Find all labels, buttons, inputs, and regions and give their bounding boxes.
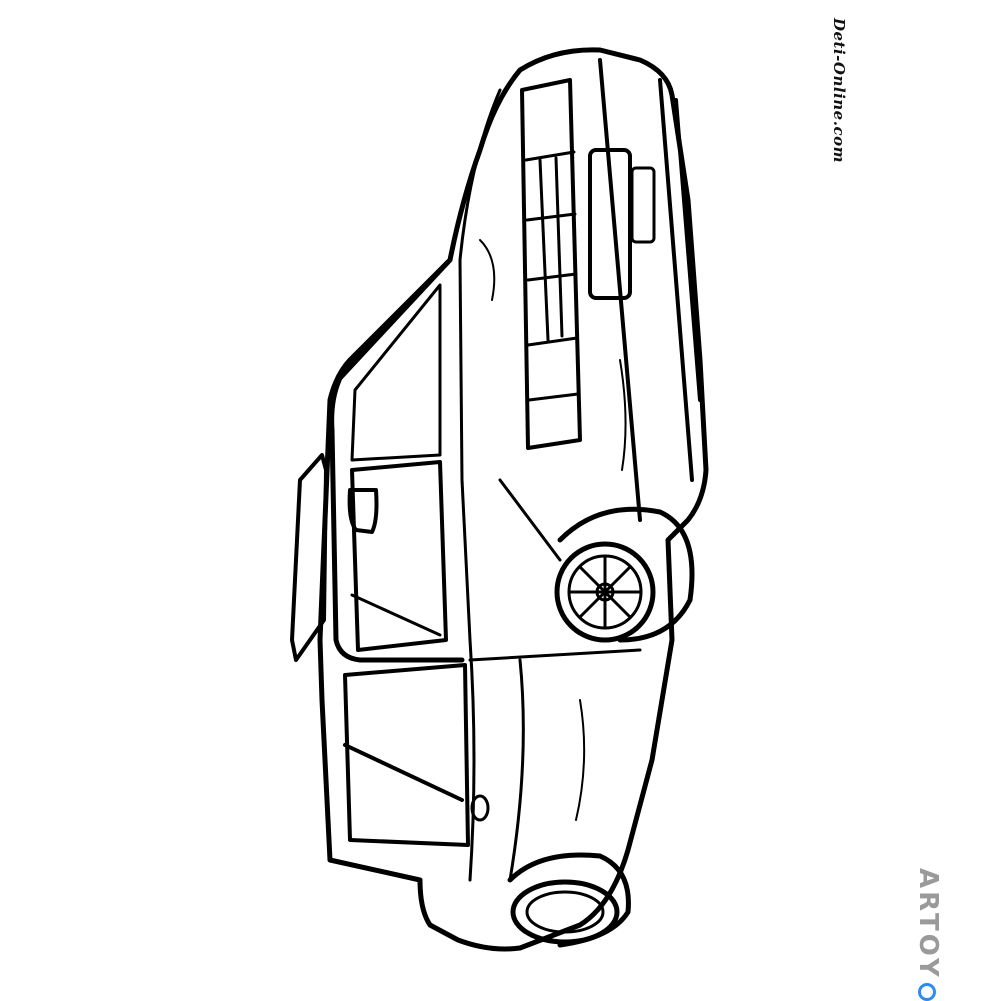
site-watermark: Deti-Online.com [830, 18, 848, 163]
headlight [588, 148, 632, 300]
side-mirror [347, 488, 379, 534]
brand-watermark: ARTOY [913, 868, 943, 1001]
door-handle [470, 794, 490, 822]
windshield-frame [329, 259, 465, 663]
rear-window-pillar [343, 743, 464, 802]
grille-bars [538, 156, 564, 342]
front-window-split [350, 593, 442, 637]
rear-window [343, 663, 470, 847]
front-window [350, 460, 448, 652]
grille [520, 78, 582, 450]
front-wheel-arch [557, 506, 695, 643]
brand-watermark-text: ARTOY [913, 868, 943, 980]
site-watermark-text: Deti-Online.com [830, 18, 848, 163]
windshield-inner [350, 283, 442, 462]
car-body-outline [317, 47, 709, 952]
rear-wheel [510, 879, 620, 945]
body-crease [468, 478, 642, 882]
grille-slats [524, 150, 580, 402]
front-wheel [554, 541, 656, 643]
bumper-line [598, 58, 702, 522]
body-detail [479, 239, 627, 821]
front-wheel-spokes [567, 554, 643, 630]
rear-wheel-rim [525, 890, 605, 934]
turn-signal [630, 166, 656, 244]
brand-o-icon [918, 982, 937, 1001]
open-flap [290, 453, 328, 662]
